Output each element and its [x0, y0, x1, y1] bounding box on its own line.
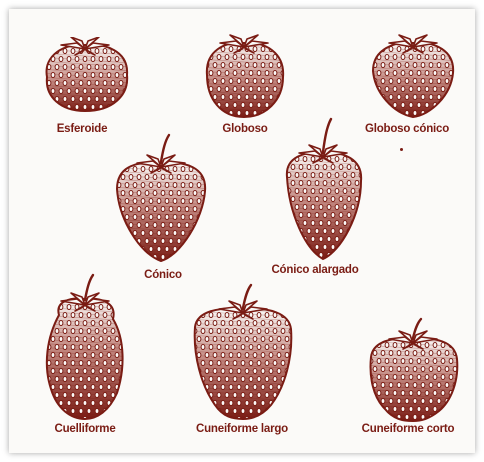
label-globoso: Globoso [222, 123, 267, 135]
strawberry-necked-icon [35, 259, 135, 423]
strawberry-globose-conical-icon [365, 31, 461, 121]
print-speck [400, 148, 403, 151]
label-conico: Cónico [144, 269, 182, 281]
strawberry-globose-icon [197, 31, 291, 121]
strawberry-long-conical-icon [279, 115, 367, 263]
strawberry-shapes-illustration: Esferoide Globoso Globoso cónico Cónico … [9, 9, 475, 453]
label-cuneiforme-corto: Cuneiforme corto [362, 423, 455, 435]
strawberry-conical-icon [109, 127, 213, 265]
label-cuelliforme: Cuelliforme [54, 423, 115, 435]
label-cuneiforme-largo: Cuneiforme largo [196, 423, 288, 435]
strawberry-spheroid-icon [39, 37, 131, 117]
strawberry-short-wedge-icon [361, 305, 465, 423]
label-conico-alargado: Cónico alargado [271, 264, 358, 276]
label-esferoide: Esferoide [57, 123, 108, 135]
label-globoso-conico: Globoso cónico [365, 123, 449, 135]
strawberry-long-wedge-icon [185, 267, 301, 423]
